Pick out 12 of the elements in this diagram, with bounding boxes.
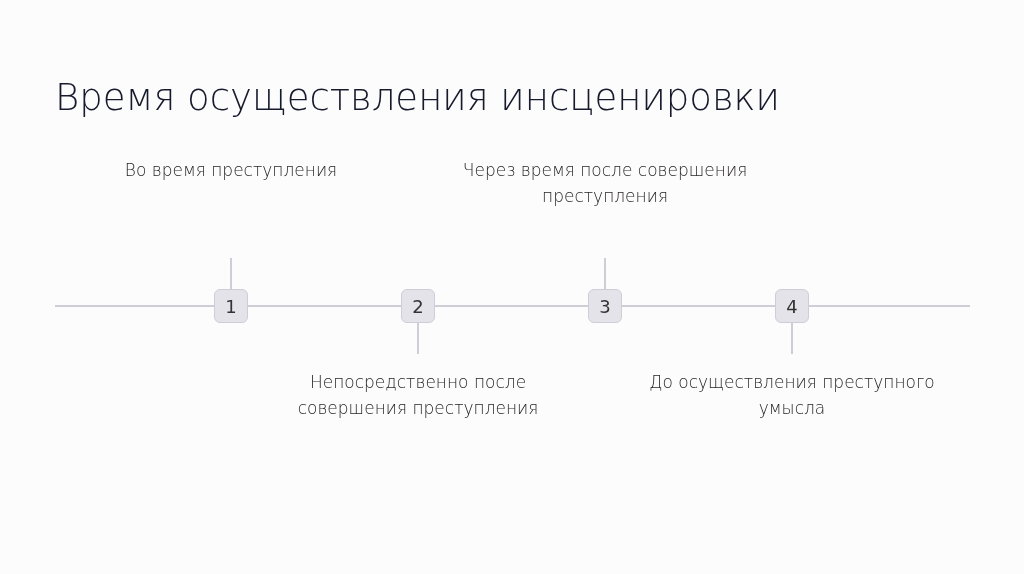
step-description: Непосредственно после совершения преступления: [296, 371, 540, 420]
connector-line: [247, 305, 402, 307]
step-description: Во время преступления: [123, 159, 339, 182]
title: Время осуществления инсценировки: [55, 76, 780, 119]
step-marker: 4: [775, 289, 809, 323]
connector-line: [621, 305, 776, 307]
step-marker: 1: [214, 289, 248, 323]
connector-line: [434, 305, 589, 307]
step-marker: 3: [588, 289, 622, 323]
step-description: Через время после совершения преступления: [461, 159, 749, 208]
step-marker: 2: [401, 289, 435, 323]
step-description: До осуществления преступного умысла: [648, 371, 936, 420]
